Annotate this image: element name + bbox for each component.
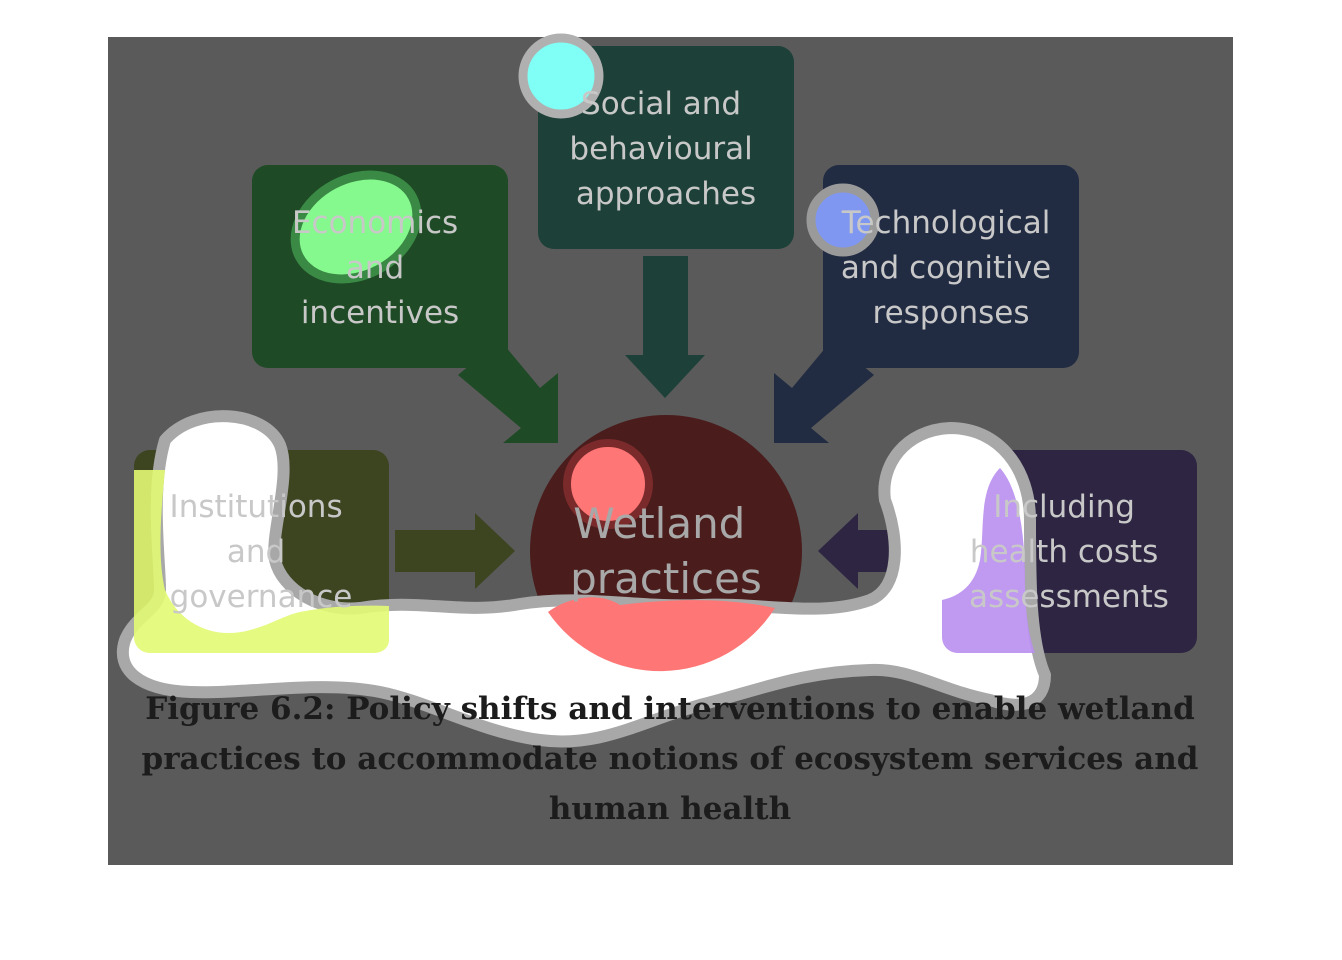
label-technological: Technological and cognitive responses (841, 205, 1061, 331)
highlight-blue-dot (806, 183, 880, 257)
label-institutions: Institutions and governance (170, 489, 353, 615)
arrow-institutions (395, 513, 515, 589)
caption-line: practices to accommodate notions of ecos… (141, 741, 1199, 777)
highlight-white-blob (116, 410, 1051, 748)
highlight-purple-blob (942, 468, 1035, 653)
label-social: Social and behavioural approaches (569, 86, 762, 212)
box-technological (823, 165, 1079, 368)
highlight-green-ellipse (290, 170, 422, 284)
figure-caption: Figure 6.2: Policy shifts and interventi… (140, 684, 1200, 834)
highlight-red-blob (548, 597, 775, 672)
caption-line: human health (548, 791, 792, 827)
box-social (538, 46, 794, 249)
label-economics: Economics and incentives (292, 205, 468, 331)
label-health: Including health costs assessments (969, 489, 1169, 615)
highlight-red-dot (563, 439, 653, 529)
arrow-social (625, 256, 705, 398)
label-center: Wetland practices (570, 499, 762, 603)
caption-line: Figure 6.2: Policy shifts and interventi… (145, 691, 1195, 727)
highlight-yellow-blob (134, 470, 389, 653)
highlight-cyan-dot (518, 33, 604, 119)
highlights (116, 33, 1051, 748)
